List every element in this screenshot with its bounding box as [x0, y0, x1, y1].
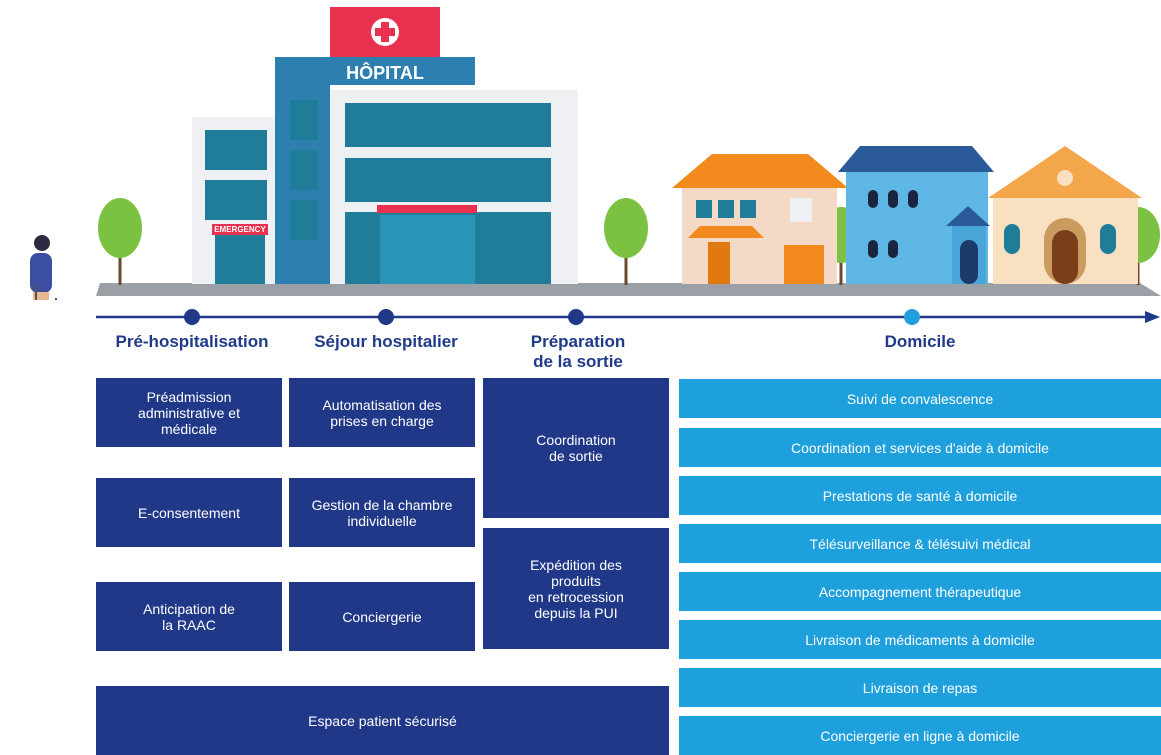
stage-label-prehosp: Pré-hospitalisation	[115, 332, 269, 351]
illustration	[30, 7, 1161, 300]
service-box: E-consentement	[96, 478, 282, 547]
stage-label-sejour: Séjour hospitalier	[314, 332, 458, 351]
service-box: Conciergerie	[289, 582, 475, 651]
timeline-dot-sortie	[568, 309, 584, 325]
service-box: Coordination de sortie	[483, 378, 669, 518]
service-box: Préadmission administrative et médicale	[96, 378, 282, 447]
domicile-box: Prestations de santé à domicile	[679, 476, 1161, 515]
service-box: Automatisation des prises en charge	[289, 378, 475, 447]
domicile-box: Conciergerie en ligne à domicile	[679, 716, 1161, 755]
hospital-sign: HÔPITAL	[346, 63, 424, 83]
timeline-dot-prehosp	[184, 309, 200, 325]
domicile-box: Livraison de repas	[679, 668, 1161, 707]
service-box: Anticipation de la RAAC	[96, 582, 282, 651]
timeline	[96, 311, 1160, 323]
stage-label-domicile: Domicile	[884, 332, 956, 351]
tree-icon	[98, 198, 142, 285]
timeline-arrow-icon	[1145, 311, 1160, 323]
espace-patient-box: Espace patient sécurisé	[96, 686, 669, 755]
service-box: Gestion de la chambre individuelle	[289, 478, 475, 547]
ground	[96, 283, 1161, 296]
service-box: Expédition des produits en retrocession …	[483, 528, 669, 649]
domicile-box: Accompagnement thérapeutique	[679, 572, 1161, 611]
domicile-box: Livraison de médicaments à domicile	[679, 620, 1161, 659]
domicile-box: Suivi de convalescence	[679, 379, 1161, 418]
timeline-dot-sejour	[378, 309, 394, 325]
emergency-sign: EMERGENCY	[214, 225, 266, 234]
domicile-box: Télésurveillance & télésuivi médical	[679, 524, 1161, 563]
domicile-box: Coordination et services d'aide à domici…	[679, 428, 1161, 467]
stage-label-sortie: Préparation de la sortie	[530, 332, 626, 371]
timeline-dot-domicile	[904, 309, 920, 325]
tree-icon	[604, 198, 648, 285]
patient-on-crutches-icon	[30, 235, 57, 300]
